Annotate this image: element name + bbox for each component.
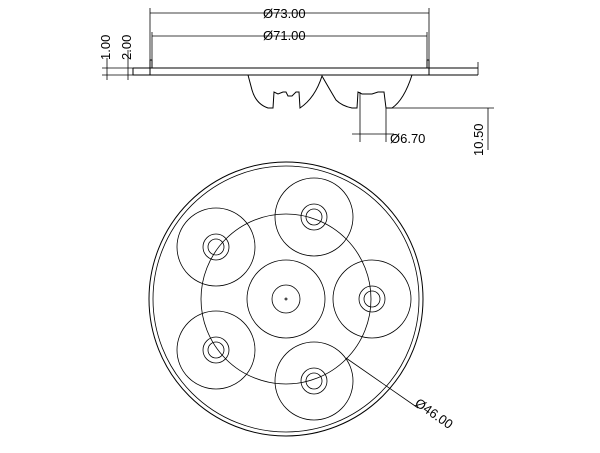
- lens-upper-left: [176, 207, 256, 287]
- label-lens-height: 10.50: [471, 123, 486, 156]
- label-pitch-circle-diameter: Ø46.00: [412, 395, 456, 432]
- inner-outer-circle: [152, 165, 420, 433]
- label-inner-diameter: Ø71.00: [263, 28, 306, 43]
- top-view: Ø46.00: [148, 161, 456, 437]
- lens-bottom: [274, 341, 354, 421]
- lens-top: [274, 177, 354, 257]
- pitch-circle: [200, 213, 372, 385]
- label-outer-diameter: Ø73.00: [263, 6, 306, 21]
- lens-center: [246, 259, 326, 339]
- label-pin-diameter: Ø6.70: [390, 131, 425, 146]
- lens-right: [332, 259, 412, 339]
- label-flange-thickness: 1.00: [98, 35, 113, 60]
- side-view: Ø73.00 Ø71.00 1.00 2.00 Ø6.70 10.50: [98, 6, 494, 156]
- pitch-circle-leader: [345, 357, 419, 409]
- label-step-height: 2.00: [119, 35, 134, 60]
- lens-body-profile: [247, 74, 413, 109]
- outer-circle: [148, 161, 424, 437]
- lens-lower-left: [176, 310, 256, 390]
